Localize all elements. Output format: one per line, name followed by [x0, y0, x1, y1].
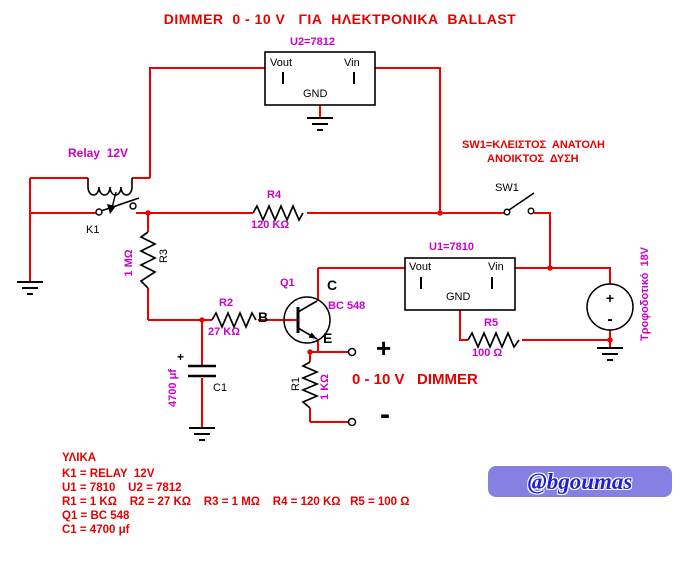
resistor-r3-symbol — [139, 231, 157, 289]
ground-symbol-c1 — [189, 427, 215, 441]
c1-name: C1 — [213, 382, 228, 394]
relay-label: Relay 12V — [68, 146, 129, 160]
q1-base-label: B — [258, 309, 269, 325]
power-supply-label: Τροφοδοτικό 18V — [638, 246, 651, 342]
page-title: DIMMER 0 - 10 V ΓΙΑ ΗΛΕΚΤΡΟΝΙΚΑ BALLAST — [163, 11, 517, 27]
junction-dots — [145, 210, 613, 355]
resistor-r5-symbol — [467, 330, 520, 350]
output-minus-sign: - — [380, 398, 390, 431]
wire-r1-out — [309, 408, 348, 423]
u1-regulator-symbol — [404, 257, 516, 311]
resistor-r1-symbol — [300, 361, 320, 409]
u1-pin-vout: Vout — [409, 261, 432, 273]
materials-line-c1: C1 = 4700 μf — [62, 524, 130, 536]
q1-part: BC 548 — [328, 300, 366, 312]
wire-r4-to-bus — [307, 67, 441, 214]
k1-contact-symbol — [95, 191, 140, 216]
psu-plus-sign: + — [606, 290, 614, 306]
u2-regulator-symbol — [264, 51, 376, 106]
c1-value: 4700 μf — [166, 369, 179, 407]
ground-symbol-psu — [597, 347, 623, 361]
u1-pin-vin: Vin — [488, 261, 504, 273]
r1-name: R1 — [289, 376, 302, 392]
materials-line-k1: K1 = RELAY 12V — [62, 468, 155, 480]
u2-pin-gnd: GND — [303, 88, 328, 100]
ground-symbol-u2 — [307, 117, 333, 131]
u2-pin-vin: Vin — [344, 57, 360, 69]
r5-name: R5 — [484, 317, 499, 329]
r2-name: R2 — [219, 297, 234, 309]
q1-name: Q1 — [280, 277, 295, 289]
u1-pin-gnd: GND — [446, 291, 471, 303]
materials-line-resistors: R1 = 1 ΚΩ R2 = 27 ΚΩ R3 = 1 ΜΩ R4 = 120 … — [62, 496, 410, 508]
r1-value: 1 ΚΩ — [318, 374, 331, 400]
c1-polarity-mark: + — [177, 350, 185, 364]
sw1-switch-symbol — [503, 192, 535, 216]
author-watermark-badge: @bgoumas — [488, 466, 672, 497]
wire-u2vout-to-relay — [149, 67, 265, 178]
q1-emitter-label: E — [323, 330, 333, 346]
u1-label: U1=7810 — [429, 241, 474, 253]
relay-coil-symbol — [87, 178, 133, 196]
ground-symbol-left — [17, 281, 43, 295]
r2-value: 27 ΚΩ — [208, 326, 241, 338]
u2-label: U2=7812 — [290, 36, 335, 48]
wire-sw1 — [440, 212, 551, 268]
output-terminal-minus — [347, 417, 357, 427]
r3-value: 1 ΜΩ — [122, 249, 135, 277]
output-terminal-plus — [347, 347, 357, 357]
sw1-note-line1: SW1=ΚΛΕΙΣΤΟΣ ΑΝΑΤΟΛΗ — [462, 139, 605, 151]
q1-collector-label: C — [327, 277, 338, 293]
wire-u1-row — [318, 267, 611, 284]
r5-value: 100 Ω — [472, 347, 503, 359]
power-supply-symbol: + - — [586, 283, 634, 331]
materials-line-regulators: U1 = 7810 U2 = 7812 — [62, 482, 182, 494]
materials-heading: ΥΛΙΚΑ — [62, 452, 97, 464]
r4-name: R4 — [267, 189, 282, 201]
materials-line-q1: Q1 = BC 548 — [62, 510, 130, 522]
output-plus-sign: + — [376, 333, 392, 363]
r3-name: R3 — [157, 248, 170, 264]
resistor-r4-symbol — [252, 203, 304, 223]
output-label: 0 - 10 V DIMMER — [352, 371, 478, 388]
wire-psu-r5-gnd — [459, 310, 611, 348]
author-watermark-text: @bgoumas — [527, 468, 633, 494]
capacitor-c1-symbol — [188, 364, 216, 378]
transistor-q1-symbol — [283, 296, 331, 344]
sw1-label: SW1 — [495, 182, 519, 194]
psu-minus-sign: - — [607, 311, 612, 328]
k1-label: K1 — [86, 224, 100, 236]
sw1-note-line2: ΑΝΟΙΚΤΟΣ ΔΥΣΗ — [487, 153, 579, 165]
u2-pin-vout: Vout — [270, 57, 293, 69]
resistor-r2-symbol — [211, 310, 257, 330]
r4-value: 120 ΚΩ — [251, 219, 290, 231]
